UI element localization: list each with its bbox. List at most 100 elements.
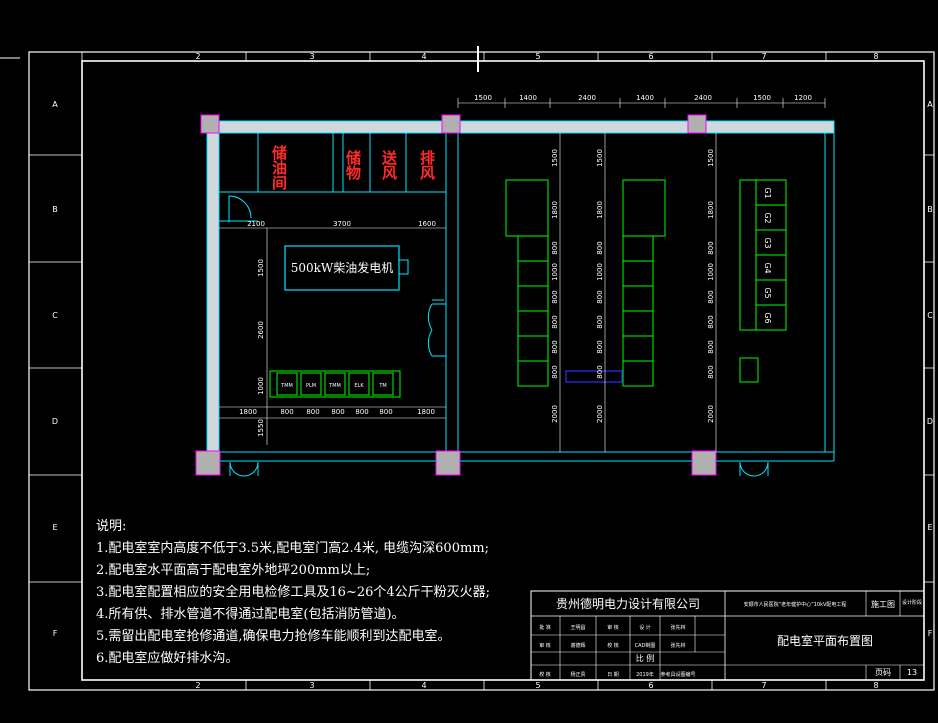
zone-letter-right: A <box>927 100 933 109</box>
dim-bottom-label: 1800 <box>417 408 435 416</box>
outer-frame <box>28 51 935 691</box>
dim-left-2: 3700 <box>333 220 351 228</box>
dim-vertical-label: 800 <box>707 290 715 303</box>
notes-list: 1.配电室室内高度不低于3.5米,配电室门高2.4米, 电缆沟深600mm;2.… <box>96 540 490 666</box>
generator-panel <box>372 372 394 396</box>
dim-vertical-label: 800 <box>707 315 715 328</box>
incoming-cabinet <box>505 179 549 237</box>
zone-number-top: 4 <box>421 52 426 61</box>
dim-top-label: 2400 <box>578 94 596 102</box>
dim-vertical-label: 2000 <box>707 405 715 423</box>
zone-ticks <box>29 52 934 690</box>
dim-left-v3: 1000 <box>257 377 265 395</box>
dim-bottom-label: 800 <box>379 408 392 416</box>
room-label-exhaust: 排风 <box>418 149 436 181</box>
stage: 施工图 <box>871 599 895 609</box>
title-block-cell: 杨正贵 <box>570 671 585 678</box>
switchgear-cabinet <box>517 360 549 387</box>
title-block-cell: 2019年 <box>636 671 654 678</box>
generator-label: 500kW柴油发电机 <box>291 260 394 275</box>
design-stage-label: 设计阶段 <box>902 599 922 606</box>
dim-vertical-label: 1000 <box>551 263 559 281</box>
incoming-cabinet <box>622 179 666 237</box>
generator-panel-label: ELK <box>354 383 364 389</box>
structural-columns <box>195 114 717 476</box>
zone-number-bottom: 5 <box>535 681 540 690</box>
switchgear-cabinet <box>622 260 654 287</box>
page-number: 13 <box>907 668 917 677</box>
dim-vertical-label: 800 <box>551 365 559 378</box>
dim-vertical-label: 1500 <box>551 149 559 167</box>
generator-panel <box>324 372 346 396</box>
zone-number-top: 5 <box>535 52 540 61</box>
dim-vertical-label: 800 <box>551 315 559 328</box>
dim-left-v4: 1550 <box>257 419 265 437</box>
zone-letter-right: C <box>927 311 933 320</box>
dim-vertical-label: 800 <box>596 365 604 378</box>
switchgear-cabinets <box>505 179 666 387</box>
dim-vertical-label: 1500 <box>707 149 715 167</box>
zone-letter-right: D <box>927 417 933 426</box>
generator-panel <box>348 372 370 396</box>
dim-left-v2: 2600 <box>257 321 265 339</box>
zone-number-bottom: 4 <box>421 681 426 690</box>
zone-number-bottom: 7 <box>761 681 766 690</box>
doors <box>228 195 769 477</box>
g-cabinet-label: G5 <box>763 287 772 298</box>
zone-letters-right: A B C D E F <box>927 100 933 638</box>
note-item: 3.配电室配置相应的安全用电检修工具及16~26个4公斤干粉灭火器; <box>96 584 490 600</box>
zone-letter-right: E <box>927 523 932 532</box>
dim-vertical-label: 800 <box>596 241 604 254</box>
project-name: 安顺市人民医院“老年健护中心”10kV配电工程 <box>744 601 847 608</box>
dim-vertical-label: 2000 <box>551 405 559 423</box>
dim-vertical-label: 1000 <box>596 263 604 281</box>
title-block-cell: 张先林 <box>670 624 685 631</box>
switchgear-cabinet <box>517 335 549 362</box>
dim-vertical-label: 800 <box>707 241 715 254</box>
dim-vertical-label: 800 <box>596 340 604 353</box>
title-block-cell: 校 核 <box>539 671 551 678</box>
inner-frame <box>81 60 925 681</box>
title-block-cell: 批 准 <box>539 624 551 631</box>
zone-letter-left: D <box>52 417 58 426</box>
zone-letter-left: F <box>53 629 58 638</box>
zone-letter-left: E <box>52 523 57 532</box>
switchgear-cabinet <box>517 285 549 312</box>
zone-number-top: 7 <box>761 52 766 61</box>
drawing-title: 配电室平面布置图 <box>777 633 873 648</box>
dim-top-label: 1200 <box>794 94 812 102</box>
g-cabinet-label: G6 <box>763 312 772 323</box>
dim-left-3: 1600 <box>418 220 436 228</box>
dim-bottom-label: 800 <box>355 408 368 416</box>
g-cabinet-label: G1 <box>763 187 772 198</box>
busbar-bridge <box>565 370 623 383</box>
dim-vertical-label: 1800 <box>551 201 559 219</box>
dim-top-label: 1400 <box>636 94 654 102</box>
note-item: 2.配电室水平面高于配电室外地坪200mm以上; <box>96 562 370 578</box>
switchgear-cabinet <box>517 310 549 337</box>
generator-panel-label: TM <box>378 383 386 389</box>
dim-left-1: 2100 <box>247 220 265 228</box>
zone-letter-right: F <box>928 629 933 638</box>
zone-number-bottom: 6 <box>648 681 653 690</box>
generator-panel-label: TMM <box>328 383 341 389</box>
g-cabinet-label: G2 <box>763 212 772 223</box>
dim-bottom-label: 800 <box>331 408 344 416</box>
switchgear-cabinet <box>622 310 654 337</box>
zone-letter-right: B <box>927 205 933 214</box>
title-block-cell: 审 核 <box>539 642 551 649</box>
page-label: 页码 <box>875 668 891 677</box>
room-label-supply-air: 送风 <box>380 149 398 181</box>
title-block-cell: 日 期 <box>607 672 619 678</box>
zone-letter-left: A <box>52 100 58 109</box>
title-block-cell: 张先林 <box>670 642 685 649</box>
dim-vertical-columns: 1500180080010008008008008002000150018008… <box>551 133 717 452</box>
building-walls <box>206 120 835 462</box>
